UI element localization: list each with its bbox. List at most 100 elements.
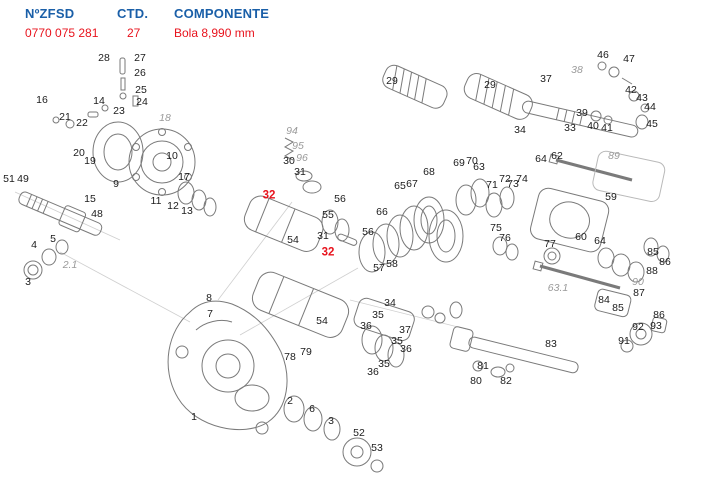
part-callout-69: 69 [453, 156, 465, 169]
part-callout-24: 24 [136, 95, 148, 108]
part-callout-64: 64 [535, 152, 547, 165]
part-callout-42: 42 [625, 83, 637, 96]
part-callout-33: 33 [564, 121, 576, 134]
part-callout-40: 40 [587, 119, 599, 132]
componente-label: COMPONENTE [174, 6, 270, 21]
part-callout-73: 73 [507, 177, 519, 190]
part-callout-65: 65 [394, 179, 406, 192]
part-callout-26: 26 [134, 66, 146, 79]
part-callout-31: 31 [317, 229, 329, 242]
part-callout-35: 35 [391, 334, 403, 347]
part-callout-89: 89 [608, 149, 620, 162]
part-callout-5: 5 [50, 232, 56, 245]
part-callout-29: 29 [386, 74, 398, 87]
part-callout-71: 71 [486, 178, 498, 191]
part-callout-54: 54 [316, 314, 328, 327]
part-callout-47: 47 [623, 52, 635, 65]
part-callout-45: 45 [646, 117, 658, 130]
part-callout-13: 13 [181, 204, 193, 217]
part-callout-87: 87 [633, 286, 645, 299]
part-callout-66: 66 [376, 205, 388, 218]
part-callout-81: 81 [477, 359, 489, 372]
header-col-quantity: CTD. 27 [117, 6, 174, 40]
part-callout-64: 64 [594, 234, 606, 247]
part-callout-38: 38 [571, 63, 583, 76]
part-callout-93: 93 [650, 319, 662, 332]
part-callout-51: 51 [3, 172, 15, 185]
part-callout-36: 36 [400, 342, 412, 355]
part-callout-30: 30 [283, 154, 295, 167]
part-callout-3: 3 [328, 414, 334, 427]
part-callout-63.1: 63.1 [547, 281, 569, 294]
part-callout-44: 44 [644, 100, 656, 113]
part-callout-82: 82 [500, 374, 512, 387]
part-callout-75: 75 [490, 221, 502, 234]
part-callout-56: 56 [362, 225, 374, 238]
part-callout-2.1: 2.1 [62, 258, 78, 271]
part-callout-37: 37 [540, 72, 552, 85]
part-callout-78: 78 [284, 350, 296, 363]
part-callout-25: 25 [135, 83, 147, 96]
part-callout-39: 39 [576, 106, 588, 119]
part-callout-84: 84 [598, 293, 610, 306]
part-callout-15: 15 [84, 192, 96, 205]
quantity-value: 27 [127, 26, 141, 40]
part-callout-1: 1 [191, 410, 197, 423]
part-callout-88: 88 [646, 264, 658, 277]
part-callout-41: 41 [601, 121, 613, 134]
part-callout-32: 32 [321, 246, 335, 259]
part-callout-57: 57 [373, 261, 385, 274]
part-callout-49: 49 [17, 172, 29, 185]
header: NºZFSD 0770 075 281 CTD. 27 COMPONENTE B… [25, 6, 269, 40]
part-callout-55: 55 [322, 208, 334, 221]
part-callout-34: 34 [514, 123, 526, 136]
part-callout-70: 70 [466, 154, 478, 167]
part-callout-10: 10 [166, 149, 178, 162]
part-callout-43: 43 [636, 91, 648, 104]
part-callout-32: 32 [262, 189, 276, 202]
part-callout-53: 53 [371, 441, 383, 454]
part-callout-74: 74 [516, 172, 528, 185]
part-callout-62: 62 [551, 149, 563, 162]
part-number-value: 0770 075 281 [25, 26, 99, 40]
part-callout-96: 96 [296, 151, 308, 164]
part-callout-63: 63 [473, 160, 485, 173]
part-callout-11: 11 [150, 194, 162, 207]
part-callout-86: 86 [653, 308, 665, 321]
part-callout-68: 68 [423, 165, 435, 178]
part-callout-35: 35 [372, 308, 384, 321]
part-callout-85: 85 [612, 301, 624, 314]
part-callout-19: 19 [84, 154, 96, 167]
part-callout-60: 60 [575, 230, 587, 243]
part-callout-31: 31 [294, 165, 306, 178]
header-col-component: COMPONENTE Bola 8,990 mm [174, 6, 269, 40]
part-callout-8: 8 [206, 291, 212, 304]
ctd-label: CTD. [117, 6, 149, 21]
part-callout-21: 21 [59, 110, 71, 123]
part-callout-91: 91 [618, 334, 630, 347]
part-callout-58: 58 [386, 257, 398, 270]
part-callout-46: 46 [597, 48, 609, 61]
part-callout-83: 83 [545, 337, 557, 350]
part-callout-2: 2 [287, 394, 293, 407]
part-callout-7: 7 [207, 307, 213, 320]
part-callout-54: 54 [287, 233, 299, 246]
part-callout-67: 67 [406, 177, 418, 190]
part-callout-35: 35 [378, 357, 390, 370]
part-callout-59: 59 [605, 190, 617, 203]
part-callout-77: 77 [544, 237, 556, 250]
part-callout-28: 28 [98, 51, 110, 64]
part-callout-92: 92 [632, 320, 644, 333]
part-callout-22: 22 [76, 116, 88, 129]
part-callout-76: 76 [499, 231, 511, 244]
part-callout-23: 23 [113, 104, 125, 117]
part-callout-16: 16 [36, 93, 48, 106]
part-callout-17: 17 [178, 170, 190, 183]
part-callout-12: 12 [167, 199, 179, 212]
part-callout-95: 95 [292, 139, 304, 152]
part-callout-86: 86 [659, 255, 671, 268]
header-col-part-number: NºZFSD 0770 075 281 [25, 6, 117, 40]
part-callout-56: 56 [334, 192, 346, 205]
